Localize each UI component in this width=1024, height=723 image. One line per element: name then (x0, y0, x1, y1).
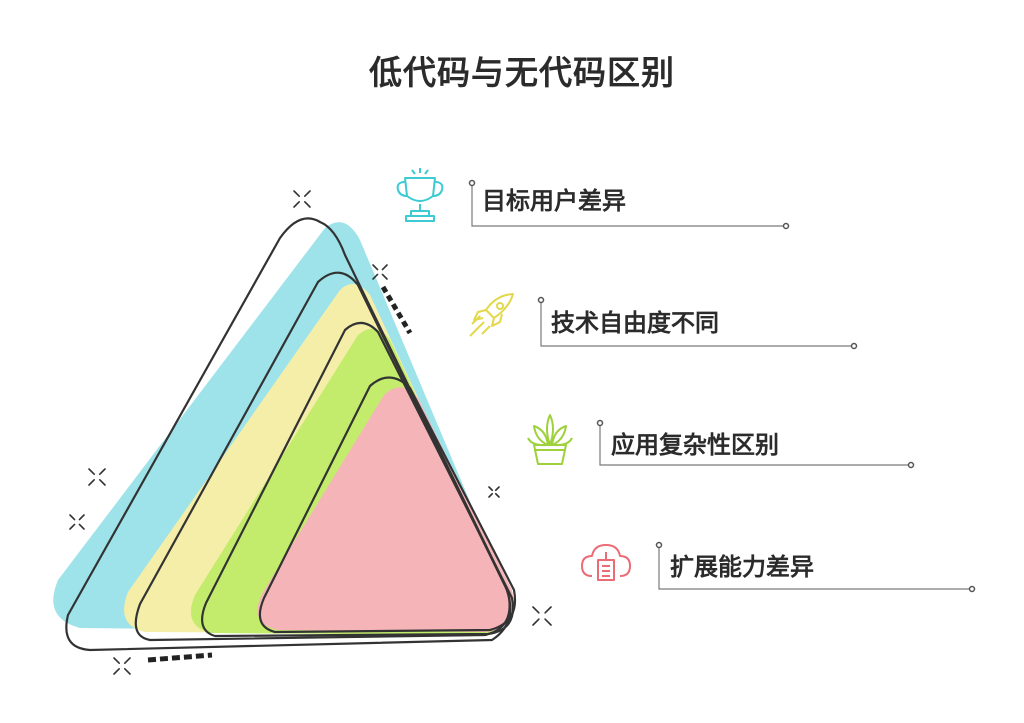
sparkle-decoration (88, 468, 106, 486)
sparkle-decoration (113, 657, 131, 675)
connector-line-1 (471, 183, 786, 227)
connector-dot (782, 222, 790, 230)
page-title: 低代码与无代码区别 (369, 53, 675, 92)
connector-dot (537, 296, 545, 304)
trophy-icon (396, 168, 444, 222)
dash-decoration (147, 652, 213, 663)
layer-4-fill (257, 387, 514, 632)
sparkle-decoration (69, 514, 85, 530)
sparkle-decoration (372, 264, 388, 280)
layer-4-outline (258, 376, 517, 634)
sparkle-decoration (293, 190, 311, 208)
rocket-icon (469, 293, 514, 337)
connector-line-3 (599, 423, 911, 466)
potted-plant-icon (527, 414, 573, 465)
connector-line-2 (540, 300, 854, 347)
connector-dot (968, 585, 976, 593)
item-label-1: 目标用户差异 (482, 187, 626, 215)
item-label-2: 技术自由度不同 (551, 309, 719, 337)
item-label-3: 应用复杂性区别 (611, 431, 779, 459)
connector-dot (596, 419, 604, 427)
connector-line-4 (658, 545, 972, 590)
item-label-4: 扩展能力差异 (670, 553, 814, 581)
dash-decoration (380, 285, 413, 335)
sparkle-decoration (488, 486, 500, 498)
layer-3-outline (201, 321, 515, 638)
cloud-device-icon (581, 544, 631, 581)
connector-dot (468, 179, 476, 187)
connector-dot (655, 541, 663, 549)
sparkle-decoration (532, 606, 552, 626)
connector-dot (907, 461, 915, 469)
connector-dot (850, 342, 858, 350)
